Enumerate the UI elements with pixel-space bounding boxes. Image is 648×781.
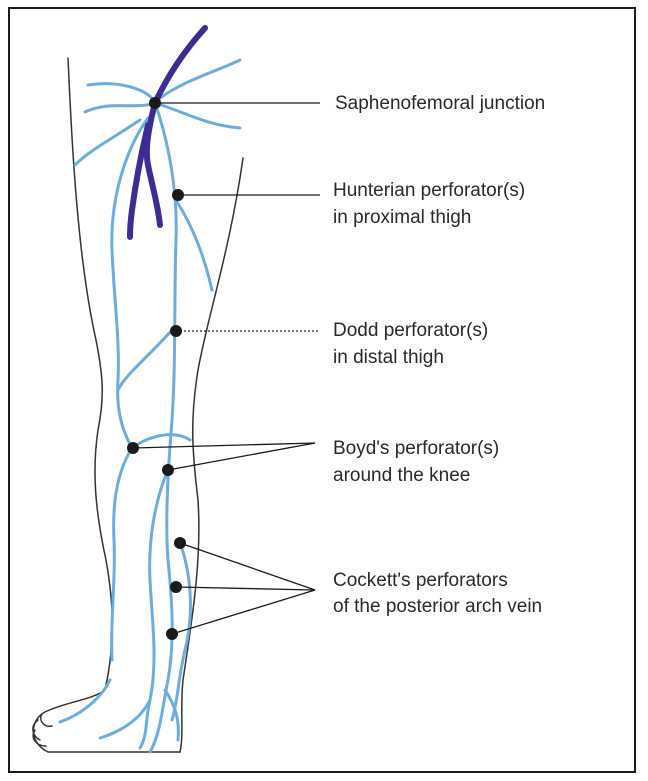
tributary-lateral-thigh — [176, 200, 212, 290]
deep-veins — [130, 28, 205, 237]
marker-hunterian — [172, 189, 184, 201]
label-hunterian-line2: in proximal thigh — [333, 207, 471, 228]
marker-cockett-1 — [174, 537, 186, 549]
tributary-crossing — [118, 330, 172, 390]
label-boyd-line1: Boyd's perforator(s) — [333, 438, 499, 459]
marker-saphenofemoral — [149, 97, 161, 109]
tributary-foot-2 — [100, 700, 150, 738]
label-saphenofemoral-line1: Saphenofemoral junction — [335, 93, 545, 114]
tributary-medial-thigh — [112, 118, 148, 448]
label-dodd-line2: in distal thigh — [333, 347, 444, 368]
marker-cockett-2 — [170, 581, 182, 593]
label-boyd-line2: around the knee — [333, 465, 470, 486]
tributary-upper-left — [85, 103, 155, 112]
leg-outline-left — [33, 58, 180, 752]
tributary-upper-right — [155, 103, 240, 128]
marker-dodd — [170, 325, 182, 337]
leader-lines — [133, 103, 320, 634]
leader-cockett-2 — [176, 587, 315, 590]
label-hunterian-line1: Hunterian perforator(s) — [333, 180, 525, 201]
leader-cockett-1 — [180, 543, 315, 590]
labels: Saphenofemoral junction Hunterian perfor… — [333, 93, 545, 617]
label-cockett-line2: of the posterior arch vein — [333, 596, 542, 617]
label-cockett-line1: Cockett's perforators — [333, 570, 508, 591]
marker-boyd-2 — [162, 464, 174, 476]
leg-outline-right — [180, 158, 243, 752]
label-dodd-line1: Dodd perforator(s) — [333, 320, 488, 341]
tributary-top — [88, 84, 155, 103]
leader-boyd-1 — [133, 443, 315, 448]
tributary-knee — [132, 435, 190, 448]
leg-toes — [33, 714, 52, 746]
marker-cockett-3 — [166, 628, 178, 640]
tributary-crown — [160, 60, 240, 98]
marker-boyd-1 — [127, 442, 139, 454]
tributary-groin-left — [75, 120, 140, 165]
tributary-lower-leg-left — [112, 448, 132, 660]
tributary-foot — [60, 680, 110, 722]
